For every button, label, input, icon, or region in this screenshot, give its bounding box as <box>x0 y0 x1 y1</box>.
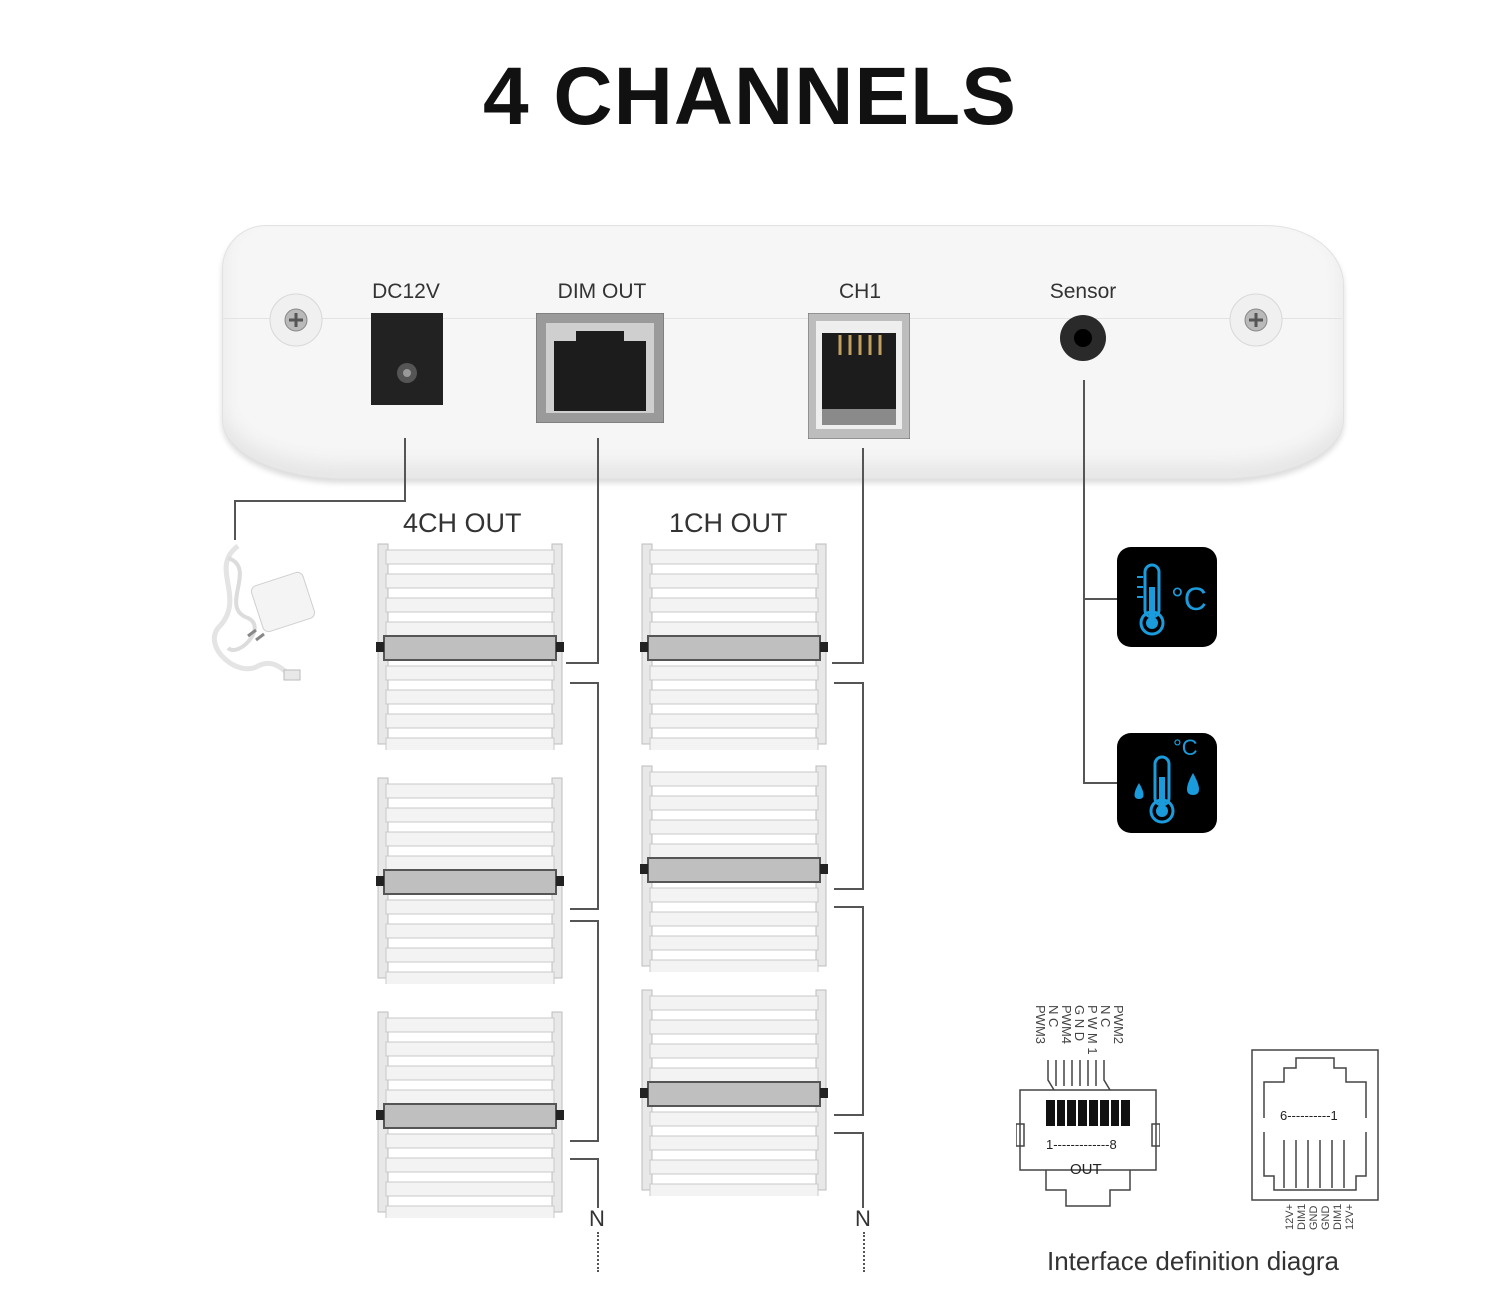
grow-light-fixture <box>640 989 828 1196</box>
ch1-label: CH1 <box>838 280 881 303</box>
dim-out-label: DIM OUT <box>557 280 647 303</box>
right-screw-icon <box>1229 293 1283 347</box>
thermo-hygrometer-icon <box>1134 755 1199 824</box>
rj45-pinout-diagram <box>1016 1060 1160 1207</box>
dc12v-label: DC12V <box>372 280 440 303</box>
grow-light-fixture <box>376 777 564 984</box>
grow-light-fixture <box>640 765 828 972</box>
n-label-left: N <box>589 1206 605 1231</box>
humidity-unit: °C <box>1173 735 1198 760</box>
grow-light-fixture <box>376 1011 564 1218</box>
left-screw-icon <box>269 293 323 347</box>
page-title: 4 CHANNELS <box>483 51 1017 142</box>
rj12-pin-label: 12V+ <box>1284 1204 1296 1230</box>
4ch-out-label: 4CH OUT <box>403 508 522 538</box>
rj45-out-label: OUT <box>1070 1161 1102 1178</box>
temp-unit: °C <box>1171 581 1207 617</box>
temperature-sensor-box: °C <box>1117 547 1217 647</box>
rj12-pin-range: 6----------1 <box>1280 1108 1338 1123</box>
sensor-jack-port <box>1060 315 1106 361</box>
grow-light-fixture <box>376 543 564 750</box>
sensor-label: Sensor <box>1049 280 1117 303</box>
rj12-pin-label: DIM1 <box>1296 1203 1308 1230</box>
continuation-dots <box>863 1232 865 1272</box>
rj12-pin-label: GND <box>1308 1205 1320 1230</box>
rj12-pin-label: GND <box>1320 1205 1332 1230</box>
rj45-pin-label: PWM2 <box>1111 1005 1126 1044</box>
1ch-out-label: 1CH OUT <box>669 508 788 538</box>
continuation-dots <box>597 1232 599 1272</box>
rj12-pin-label: DIM1 <box>1332 1203 1344 1230</box>
power-adapter-icon <box>211 543 316 681</box>
rj12-pinout-diagram <box>1251 1049 1379 1201</box>
rj12-ch1-port <box>808 313 910 439</box>
rj45-dim-out-port <box>536 313 664 423</box>
device-seam <box>222 318 1342 319</box>
rj12-pin-label: 12V+ <box>1344 1204 1356 1230</box>
dc-jack-port <box>371 313 443 405</box>
thermometer-icon <box>1137 563 1165 636</box>
rj45-pin-range: 1-------------8 <box>1046 1137 1117 1152</box>
n-label-right: N <box>855 1206 871 1231</box>
humidity-sensor-box: °C <box>1117 733 1217 833</box>
interface-caption: Interface definition diagra <box>1047 1246 1339 1276</box>
grow-light-fixture <box>640 543 828 750</box>
